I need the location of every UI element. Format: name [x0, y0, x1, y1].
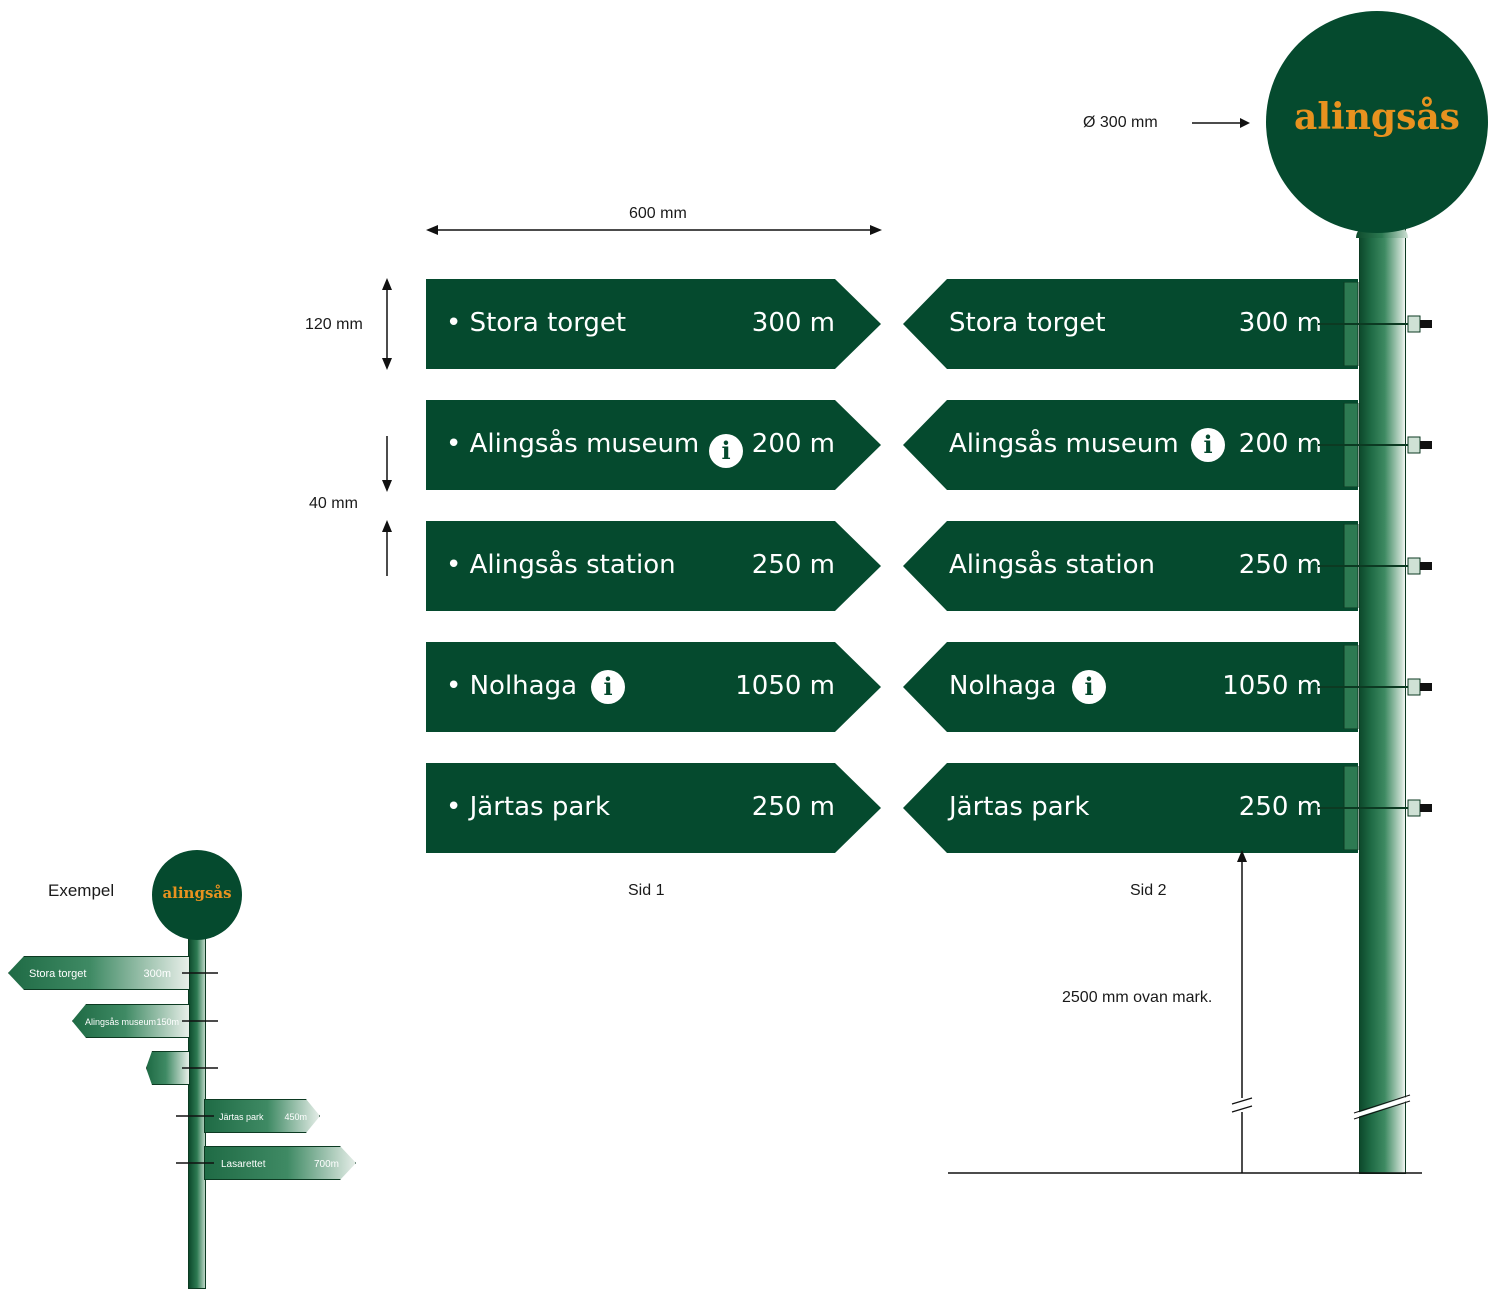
clamp-bracket — [1318, 282, 1432, 366]
sign-name: Stora torget — [949, 308, 1106, 338]
sign-name: • Alingsås museum — [446, 429, 700, 459]
height-label: 120 mm — [305, 316, 363, 333]
sign-side1-stora-torget: • Stora torget 300 m — [426, 279, 881, 369]
sign-distance: 200 m — [751, 429, 835, 459]
sign-distance: 200 m — [1238, 429, 1322, 459]
sign-side2-nolhaga: Nolhaga i 1050 m — [903, 642, 1358, 732]
ground-height-label: 2500 mm ovan mark. — [1062, 989, 1213, 1006]
sign-name: • Alingsås station — [446, 550, 676, 580]
sign-name: • Nolhaga — [446, 671, 578, 701]
clamp-bracket — [1318, 766, 1432, 850]
clamp-bracket — [1318, 524, 1432, 608]
info-icon: i — [709, 434, 743, 468]
example-label: Exempel — [48, 881, 115, 900]
sign-name: Järtas park — [949, 792, 1090, 822]
example-sign-distance: 150m — [156, 1017, 179, 1027]
sign-distance: 250 m — [1238, 550, 1322, 580]
clamp-bracket — [1318, 403, 1432, 487]
sign-distance: 300 m — [751, 308, 835, 338]
sign-side1-alingsas-museum: • Alingsås museum i 200 m — [426, 400, 881, 490]
sign-distance: 300 m — [1238, 308, 1322, 338]
example-sign-name: Stora torget — [29, 968, 87, 980]
example-sign-alingsas-museum: Alingsås museum 150m — [72, 1004, 190, 1038]
example-clamps — [176, 972, 218, 1164]
side2-label: Sid 2 — [1130, 882, 1167, 899]
example-sign-distance: 300m — [143, 968, 171, 980]
logo-disc — [1266, 11, 1488, 233]
pole-break — [1353, 1094, 1411, 1120]
ground-height-dimension — [948, 850, 1422, 1174]
info-icon: i — [1191, 428, 1225, 462]
width-label: 600 mm — [629, 205, 687, 222]
width-arrow — [426, 225, 882, 235]
example-sign-name: Lasarettet — [221, 1159, 266, 1170]
sign-name: • Stora torget — [446, 308, 627, 338]
sign-side2-alingsas-station: Alingsås station 250 m — [903, 521, 1358, 611]
gap-arrow-top — [382, 436, 392, 492]
sign-distance: 1050 m — [735, 671, 835, 701]
sign-side1-jartas-park: • Järtas park 250 m — [426, 763, 881, 853]
diameter-label: Ø 300 mm — [1083, 114, 1158, 131]
info-icon: i — [591, 670, 625, 704]
sign-distance: 1050 m — [1222, 671, 1322, 701]
example-sign-stora-torget: Stora torget 300m — [8, 956, 190, 990]
example-logo-disc — [152, 850, 242, 940]
diameter-arrow — [1192, 118, 1250, 128]
sign-distance: 250 m — [1238, 792, 1322, 822]
example-sign-lasarettet: Lasarettet 700m — [204, 1146, 356, 1180]
example-sign-distance: 700m — [313, 1159, 339, 1170]
example-sign-name: Järtas park — [219, 1112, 264, 1122]
sign-name: Alingsås station — [949, 550, 1155, 580]
height-arrow — [382, 278, 392, 370]
gap-arrow-bottom — [382, 520, 392, 576]
sign-side1-nolhaga: • Nolhaga i 1050 m — [426, 642, 881, 732]
side1-label: Sid 1 — [628, 882, 665, 899]
example-logo: alingsås — [162, 884, 232, 902]
sign-distance: 250 m — [751, 550, 835, 580]
info-icon: i — [1072, 670, 1106, 704]
sign-side2-jartas-park: Järtas park 250 m — [903, 763, 1358, 853]
gap-label: 40 mm — [309, 495, 358, 512]
sign-distance: 250 m — [751, 792, 835, 822]
sign-name: • Järtas park — [446, 792, 611, 822]
clamp-bracket — [1318, 645, 1432, 729]
alingsas-logo: alingsås — [1294, 96, 1460, 138]
sign-side2-stora-torget: Stora torget 300 m — [903, 279, 1358, 369]
sign-side2-alingsas-museum: Alingsås museum i 200 m — [903, 400, 1358, 490]
example-sign-distance: 450m — [284, 1112, 307, 1122]
sign-name: Nolhaga — [949, 671, 1057, 701]
pole — [1359, 228, 1406, 1174]
sign-side1-alingsas-station: • Alingsås station 250 m — [426, 521, 881, 611]
example-sign-name: Alingsås museum — [85, 1017, 157, 1027]
sign-name: Alingsås museum — [949, 429, 1179, 459]
